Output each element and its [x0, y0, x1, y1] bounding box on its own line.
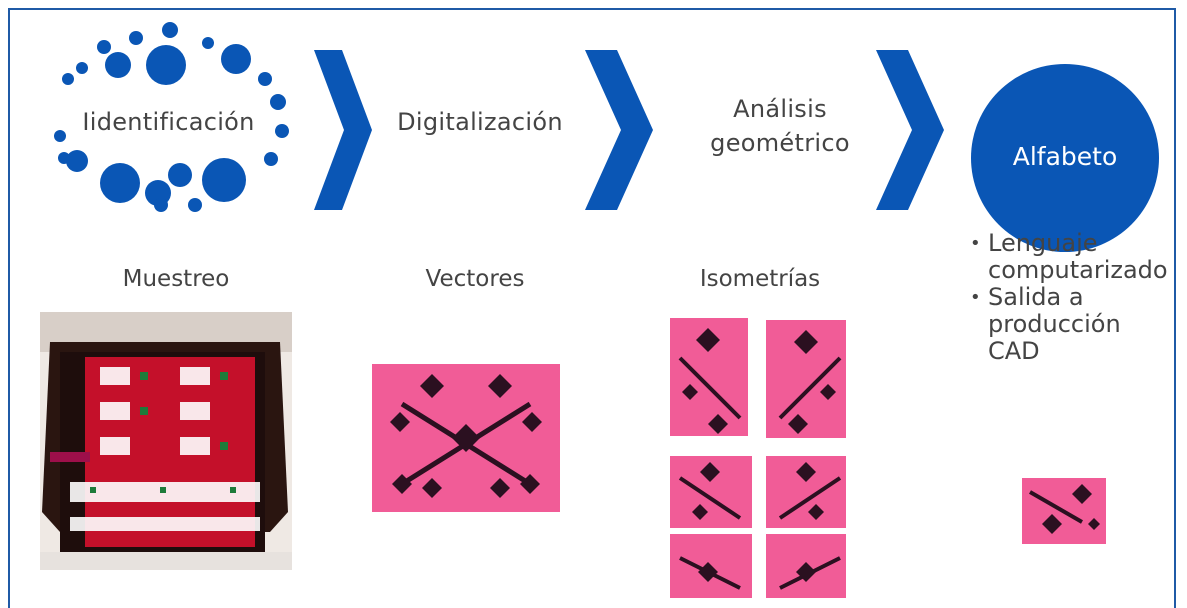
chevron-right-icon — [585, 50, 653, 210]
ring-dot — [76, 62, 88, 74]
alphabet-circle — [971, 64, 1159, 252]
bullet-line: CAD — [988, 337, 1040, 365]
step-identification-label: Iidentificación — [82, 108, 255, 136]
step-alphabet-label: Alfabeto — [1012, 142, 1118, 171]
ring-dot — [62, 73, 74, 85]
ring-dot — [275, 124, 289, 138]
ring-dot — [258, 72, 272, 86]
textile-sample-photo — [40, 312, 292, 570]
alphabet-pattern-tile — [1022, 478, 1106, 544]
diagram-frame — [8, 8, 1176, 608]
ring-dot — [146, 45, 186, 85]
ring-dot — [105, 52, 131, 78]
step-geometric-analysis-label: Análisis geométrico — [680, 92, 880, 160]
step-digitalization-label: Digitalización — [397, 108, 563, 136]
ring-dot — [202, 37, 214, 49]
alphabet-bullet-list: Lenguaje computarizado Salida a producci… — [970, 230, 1168, 365]
chevron-right-icon — [314, 50, 372, 210]
step-geometric-analysis-line1: Análisis — [733, 95, 827, 123]
ring-dot — [162, 22, 178, 38]
caption-sampling: Muestreo — [122, 266, 230, 292]
ring-dot — [100, 163, 140, 203]
bullet-line: computarizado — [988, 256, 1168, 284]
bullet-line: producción — [988, 310, 1121, 338]
ring-dot — [168, 163, 192, 187]
isometries-pattern-grid — [670, 318, 846, 598]
ring-dot — [154, 198, 168, 212]
vector-pattern-image — [372, 364, 560, 512]
ring-dot — [221, 44, 251, 74]
bullet-item: Lenguaje computarizado — [970, 230, 1168, 284]
caption-vectors: Vectores — [425, 266, 525, 292]
ring-dot — [264, 152, 278, 166]
ring-dot — [54, 130, 66, 142]
ring-dot — [97, 40, 111, 54]
chevron-right-icon — [876, 50, 944, 210]
ring-dot — [188, 198, 202, 212]
ring-dot — [270, 94, 286, 110]
ring-dot — [129, 31, 143, 45]
ring-dot — [202, 158, 246, 202]
caption-isometries: Isometrías — [699, 266, 821, 292]
bullet-item: Salida a producción CAD — [970, 284, 1168, 365]
ring-dot — [66, 150, 88, 172]
step-geometric-analysis-line2: geométrico — [710, 129, 850, 157]
bullet-line: Salida a — [988, 283, 1084, 311]
bullet-line: Lenguaje — [988, 229, 1098, 257]
